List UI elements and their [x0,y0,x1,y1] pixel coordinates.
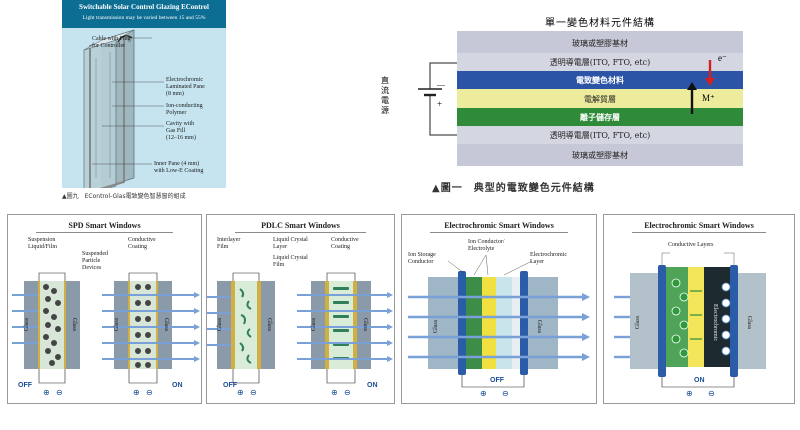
dc-plus: + [437,99,443,109]
ec2-on-label: ON [694,377,705,384]
spd-glass-2: Glass [71,317,78,332]
ec2-electrochromic-label: Electrochromic [711,304,718,341]
spd-plus-1: ⊕ [43,388,50,397]
layer-label-electrolyte: 電解質層 [584,95,616,104]
econtrol-title: Switchable Solar Control Glazing EContro… [79,3,209,11]
econtrol-subtitle: Light transmission may be varied between… [82,15,206,21]
spd-label-coating: Conductive Coating [128,237,156,250]
spd-plus-2: ⊕ [133,388,140,397]
ec1-glass-2: Glass [536,319,543,334]
ec1-label-conductor: Ion Conductor/ Electrolyte [468,239,505,252]
label-cavity: Cavity with Gas Fill (12–16 mm) [166,121,196,141]
spd-title: SPD Smart Windows [68,221,141,230]
layer-electrolyte [457,89,743,108]
label-electrochromic-pane: Electrochromic Laminated Pane (8 mm) [166,77,205,97]
spd-glass-3: Glass [114,317,121,332]
ec-device-title: 單一變色材料元件結構 [545,18,655,29]
layer-electrochromic [457,71,743,89]
ec1-title: Electrochromic Smart Windows [444,221,554,230]
pdlc-minus-2: ⊖ [344,388,351,397]
pdlc-minus-1: ⊖ [250,388,257,397]
pdlc-glass-2: Glass [266,317,273,332]
ec2-drawing [614,252,766,388]
pdlc-label-lc-layer: Liquid Crystal Layer [273,237,308,250]
layer-ion-storage [457,108,743,126]
ec1-label-layer: Electrochromic Layer [530,252,567,265]
layer-label-ion-storage: 離子儲存層 [580,112,620,122]
ec1-drawing [408,254,590,388]
label-cable: Cable with Plug for Controller [92,36,131,49]
electron-label: e⁻ [718,53,727,63]
ec1-plus: ⊕ [480,389,487,398]
ec1-off-label: OFF [490,377,504,384]
layer-glass-bottom [457,144,743,166]
pdlc-glass-3: Glass [311,317,318,332]
spd-off-label: OFF [18,382,32,389]
pdlc-glass-1: Glass [217,317,224,332]
layer-label-glass-top: 玻璃或塑膠基材 [572,39,628,48]
pdlc-label-lc-film: Liquid Crystal Film [273,255,308,268]
pdlc-drawing [207,272,393,384]
ion-label: M⁺ [702,93,715,103]
pdlc-label-coating: Conductive Coating [331,237,359,250]
layer-tco-top [457,53,743,71]
spd-minus-1: ⊖ [56,388,63,397]
ec1-minus: ⊖ [502,389,509,398]
pdlc-label-interlayer: Interlayer Film [217,237,241,250]
spd-label-suspension: Suspension Liquid/Film [28,237,58,250]
spd-drawing [12,272,200,384]
econtrol-header [62,0,226,28]
pdlc-glass-4: Glass [362,317,369,332]
ec2-plus: ⊕ [686,389,693,398]
ec-off-panel: Electrochromic Smart Windows Ion Storage… [401,214,597,404]
spd-panel: SPD Smart Windows Suspension Liquid/Film… [7,214,202,404]
layer-label-tco-bottom: 透明導電層(ITO, FTO, etc) [549,131,651,140]
ec2-glass-2: Glass [746,315,753,330]
spd-glass-1: Glass [24,317,31,332]
ec2-label-layers: Conductive Layers [668,242,714,248]
layer-tco-bottom [457,126,743,144]
ec2-minus: ⊖ [708,389,715,398]
spd-glass-4: Glass [163,317,170,332]
pdlc-on-label: ON [367,382,378,389]
ec1-label-storage: Ion Storage Conductor [408,252,436,265]
econtrol-caption: ▲圖九 EControl-Glas電致變色智慧窗的組成 [62,193,186,200]
dc-minus: — [437,80,445,89]
ec2-glass-1: Glass [635,315,642,330]
pdlc-panel: PDLC Smart Windows Interlayer Film Liqui… [206,214,395,404]
spd-minus-2: ⊖ [146,388,153,397]
spd-on-label: ON [172,382,183,389]
ec2-title: Electrochromic Smart Windows [644,221,754,230]
layer-label-glass-bottom: 玻璃或塑膠基材 [572,151,628,160]
pdlc-plus-1: ⊕ [237,388,244,397]
pdlc-title: PDLC Smart Windows [261,221,340,230]
label-ion-polymer: Ion-conducting Polymer [166,103,203,116]
ec-device-caption: ▲圖一 典型的電致變色元件結構 [432,183,595,194]
ec-on-panel: Electrochromic Smart Windows Conductive … [603,214,795,404]
econtrol-figure: Switchable Solar Control Glazing EContro… [62,0,226,188]
layer-label-electrochromic: 電致變色材料 [576,75,624,85]
charge-arrows [687,60,715,114]
pdlc-plus-2: ⊕ [331,388,338,397]
dc-circuit [418,62,457,136]
dc-source-label: 直流電源 [381,76,389,115]
ec1-glass-1: Glass [433,319,440,334]
ec-layer-stack [457,31,743,166]
pdlc-off-label: OFF [223,382,237,389]
layer-label-tco-top: 透明導電層(ITO, FTO, etc) [549,58,651,67]
spd-label-particles: Suspended Particle Devices [82,251,108,271]
glazing-unit-drawing [83,29,164,188]
label-inner-pane: Inner Pane (4 mm) with Low-E Coating [154,161,204,174]
layer-glass-top [457,31,743,53]
